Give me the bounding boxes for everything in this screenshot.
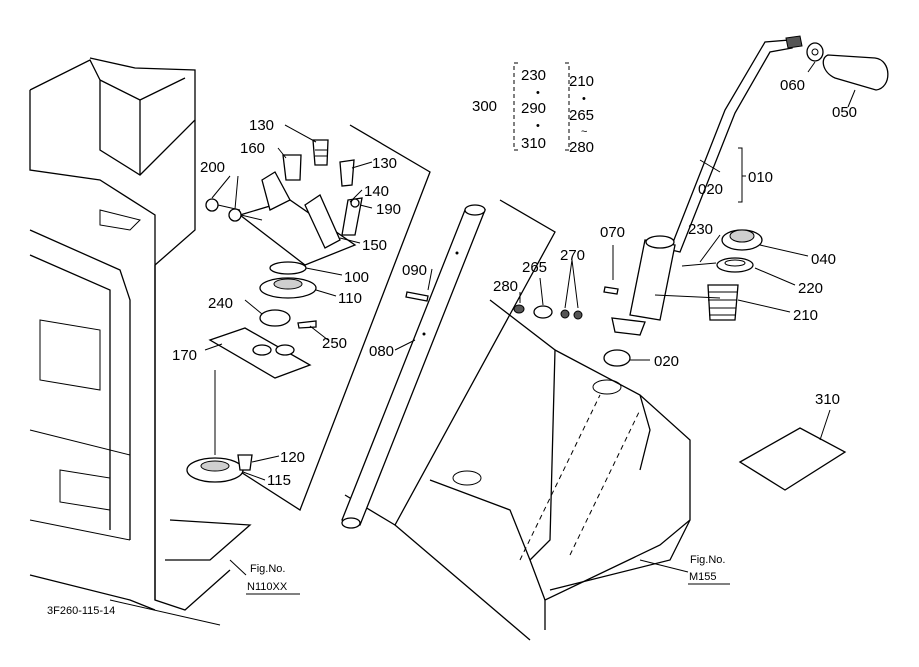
callout-310: 310 <box>815 391 840 408</box>
kit-col2-tilde: ~ <box>581 126 587 138</box>
ring-100 <box>269 261 307 275</box>
callout-090: 090 <box>402 262 427 279</box>
bolt-120 <box>237 454 253 471</box>
callout-020-lower: 020 <box>654 353 679 370</box>
bolt-130-right <box>339 159 355 187</box>
callout-130-right: 130 <box>372 155 397 172</box>
lever-knob-050 <box>822 54 889 91</box>
callout-050: 050 <box>832 104 857 121</box>
plate-170 <box>208 327 312 379</box>
kit-col1-dot-0: • <box>536 87 540 99</box>
kit-300-group: 300 230 • 290 • 310 210 • 265 ~ 280 <box>472 62 594 156</box>
left-body-panel <box>29 57 252 626</box>
flange-115 <box>186 457 244 483</box>
pin-140-190 <box>341 197 363 236</box>
bracket-150 <box>238 171 357 266</box>
callout-070: 070 <box>600 224 625 241</box>
fig-ref-right: Fig.No. M155 <box>688 554 730 585</box>
bolts-200 <box>205 198 263 222</box>
callout-100: 100 <box>344 269 369 286</box>
spring-pins-270 <box>560 309 583 320</box>
kit-col1-0: 230 <box>521 67 546 84</box>
fig-ref-right-number: M155 <box>689 571 717 583</box>
pin-250 <box>297 320 317 329</box>
cap-040 <box>721 229 763 251</box>
kit-col2-1: 265 <box>569 107 594 124</box>
callout-140: 140 <box>364 183 389 200</box>
bushing-020-lower <box>603 349 631 367</box>
kit-col2-2: 280 <box>569 139 594 156</box>
callout-130-left: 130 <box>249 117 274 134</box>
fig-ref-left-number: N110XX <box>247 581 288 593</box>
column-shaft-080 <box>341 204 486 529</box>
fig-ref-left: Fig.No. N110XX <box>246 563 300 595</box>
bolt-160 <box>282 154 302 181</box>
collar-265 <box>533 305 553 319</box>
callout-labels: 130 160 130 200 140 190 150 100 110 240 … <box>172 77 857 489</box>
manual-310 <box>738 427 847 491</box>
bolt-130-left <box>312 139 329 166</box>
ring-220 <box>716 257 754 273</box>
callout-230: 230 <box>688 221 713 238</box>
callout-200: 200 <box>200 159 225 176</box>
bearing-240 <box>259 309 291 327</box>
kit-col1-2: 310 <box>521 135 546 152</box>
callout-170: 170 <box>172 347 197 364</box>
callout-190: 190 <box>376 201 401 218</box>
callout-080: 080 <box>369 343 394 360</box>
callout-115: 115 <box>267 472 291 489</box>
fig-ref-right-label: Fig.No. <box>690 554 725 566</box>
callout-210: 210 <box>793 307 818 324</box>
leader-lines-left <box>204 124 689 576</box>
fig-ref-left-label: Fig.No. <box>250 563 285 575</box>
callout-110: 110 <box>338 290 362 307</box>
callout-150: 150 <box>362 237 387 254</box>
callout-270: 270 <box>560 247 585 264</box>
spring-210 <box>707 284 739 321</box>
nut-060 <box>806 42 824 62</box>
callout-160: 160 <box>240 140 265 157</box>
callout-220: 220 <box>798 280 823 297</box>
flange-110 <box>259 277 317 299</box>
rod-230 <box>681 262 717 267</box>
pin-070 <box>603 286 619 295</box>
kit-col1-dot-1: • <box>536 120 540 132</box>
callout-280: 280 <box>493 278 518 295</box>
pin-090 <box>405 291 429 302</box>
kit-col2-dot: • <box>582 93 586 105</box>
callout-240: 240 <box>208 295 233 312</box>
callout-250: 250 <box>322 335 347 352</box>
callout-120: 120 <box>280 449 305 466</box>
callout-020-upper: 020 <box>698 181 723 198</box>
callout-265: 265 <box>522 259 547 276</box>
callout-040: 040 <box>811 251 836 268</box>
speed-lever-010 <box>611 35 803 336</box>
leader-lines-right <box>519 61 856 441</box>
kit-col1-1: 290 <box>521 100 546 117</box>
right-dash-panel <box>429 299 691 630</box>
callout-010: 010 <box>748 169 773 186</box>
kit-col2-0: 210 <box>569 73 594 90</box>
column-frame-panel <box>221 124 556 641</box>
callout-060: 060 <box>780 77 805 94</box>
washer-280 <box>513 304 525 314</box>
drawing-id: 3F260-115-14 <box>47 605 115 617</box>
kit-number: 300 <box>472 98 497 115</box>
